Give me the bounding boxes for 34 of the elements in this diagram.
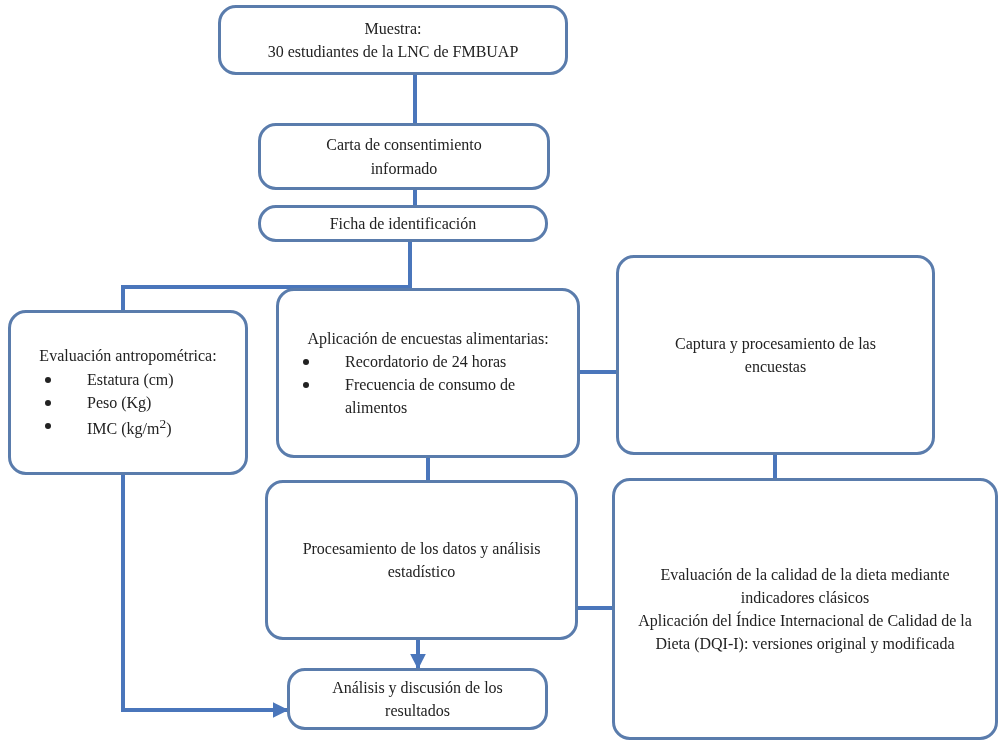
process-box xyxy=(218,5,568,75)
process-box xyxy=(258,205,548,242)
box-text: Procesamiento de los datos y análisis estadístico xyxy=(301,538,542,582)
bullet-item: Estatura (cm) xyxy=(43,367,221,391)
process-box xyxy=(612,478,998,740)
box-text: Ficha de identificación xyxy=(329,213,477,234)
process-box xyxy=(287,668,548,730)
box-heading: Evaluación antropométrica: xyxy=(39,346,217,367)
process-box xyxy=(258,123,550,190)
process-box xyxy=(265,480,578,640)
connector-line xyxy=(426,458,430,480)
connector-line xyxy=(413,75,417,123)
connector-line xyxy=(408,242,412,288)
box-heading: Evaluación de la calidad de la dieta mediante indicadores clásicos xyxy=(659,564,951,608)
connector-line xyxy=(413,190,417,205)
box-text: Análisis y discusión de los resultados xyxy=(331,677,504,721)
connector-line xyxy=(580,370,616,374)
arrow xyxy=(121,475,289,718)
box-text: Carta de consentimiento informado xyxy=(325,135,483,179)
process-box xyxy=(616,255,935,455)
connector-line xyxy=(578,606,612,610)
bullet-item: Frecuencia de consumo de alimentos xyxy=(301,373,563,420)
box-text: 30 estudiantes de la LNC de FMBUAP xyxy=(267,42,519,62)
process-box xyxy=(276,288,580,458)
box-heading: Aplicación de encuestas alimentarias: xyxy=(307,328,549,350)
process-box xyxy=(8,310,248,475)
arrow xyxy=(410,640,426,670)
connector-line xyxy=(773,455,777,478)
box-heading: Muestra: xyxy=(364,18,422,39)
bullet-item: Recordatorio de 24 horas xyxy=(301,349,563,373)
box-text: Aplicación del Índice Internacional de Calidad de la Dieta (DQI-I): versiones original y modificada xyxy=(637,610,973,655)
bullet-item: Peso (Kg) xyxy=(43,390,221,414)
box-text: Captura y procesamiento de las encuestas xyxy=(674,333,877,377)
bullet-item: IMC (kg/m$^{2}$) xyxy=(43,414,221,441)
